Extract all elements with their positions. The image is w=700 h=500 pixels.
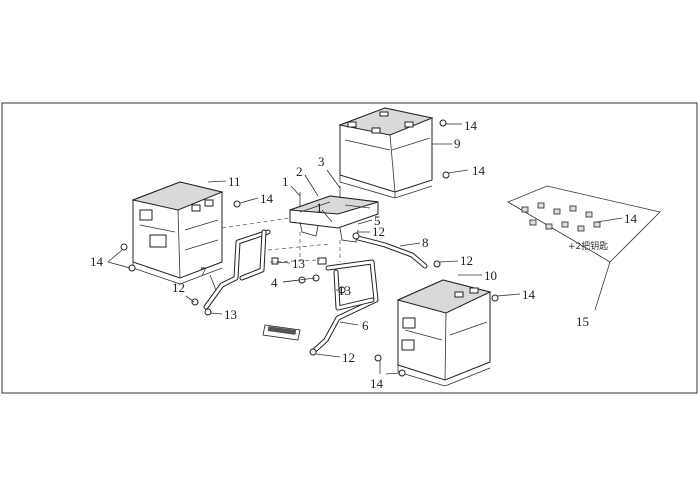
callout-labels: 14 9 14 11 14 14 1 2 3 1 5 12 8 12 10 14… bbox=[90, 118, 638, 391]
left-side-rack bbox=[203, 229, 271, 310]
callout-12: 12 bbox=[342, 350, 355, 365]
keys-note: +2把钥匙 bbox=[568, 240, 608, 252]
callout-7: 7 bbox=[200, 264, 207, 279]
callout-6: 6 bbox=[362, 318, 369, 333]
callout-5: 5 bbox=[374, 213, 381, 228]
callout-14: 14 bbox=[370, 376, 384, 391]
left-side-case bbox=[131, 181, 224, 285]
callout-12: 12 bbox=[460, 253, 473, 268]
bolt-kit bbox=[507, 185, 661, 311]
leader-lines bbox=[107, 123, 623, 375]
callout-14-kit: 14 bbox=[624, 211, 638, 226]
callout-13: 13 bbox=[224, 307, 237, 322]
callout-2: 2 bbox=[296, 164, 303, 179]
assembly-guides bbox=[221, 217, 341, 263]
callout-11: 11 bbox=[228, 174, 241, 189]
callout-13: 13 bbox=[338, 283, 351, 298]
callout-14: 14 bbox=[522, 287, 536, 302]
cross-bar bbox=[355, 235, 428, 269]
callout-1: 1 bbox=[282, 174, 289, 189]
callout-13: 13 bbox=[292, 256, 305, 271]
callout-15: 15 bbox=[576, 314, 589, 329]
callout-14: 14 bbox=[90, 254, 104, 269]
top-case bbox=[338, 107, 434, 199]
right-side-case bbox=[396, 279, 492, 387]
callout-8: 8 bbox=[422, 235, 429, 250]
callout-14: 14 bbox=[464, 118, 478, 133]
top-carrier-bracket bbox=[289, 186, 379, 243]
callout-14: 14 bbox=[260, 191, 274, 206]
callout-10: 10 bbox=[484, 268, 497, 283]
callout-12: 12 bbox=[172, 280, 185, 295]
diagram-frame bbox=[1, 102, 698, 394]
callout-14: 14 bbox=[472, 163, 486, 178]
fasteners bbox=[120, 119, 499, 377]
callout-9: 9 bbox=[454, 136, 461, 151]
callout-1: 1 bbox=[316, 200, 323, 215]
callout-12: 12 bbox=[372, 224, 385, 239]
callout-3: 3 bbox=[318, 154, 325, 169]
warning-sticker bbox=[262, 324, 301, 341]
callout-4: 4 bbox=[271, 275, 278, 290]
right-side-rack bbox=[312, 259, 379, 353]
